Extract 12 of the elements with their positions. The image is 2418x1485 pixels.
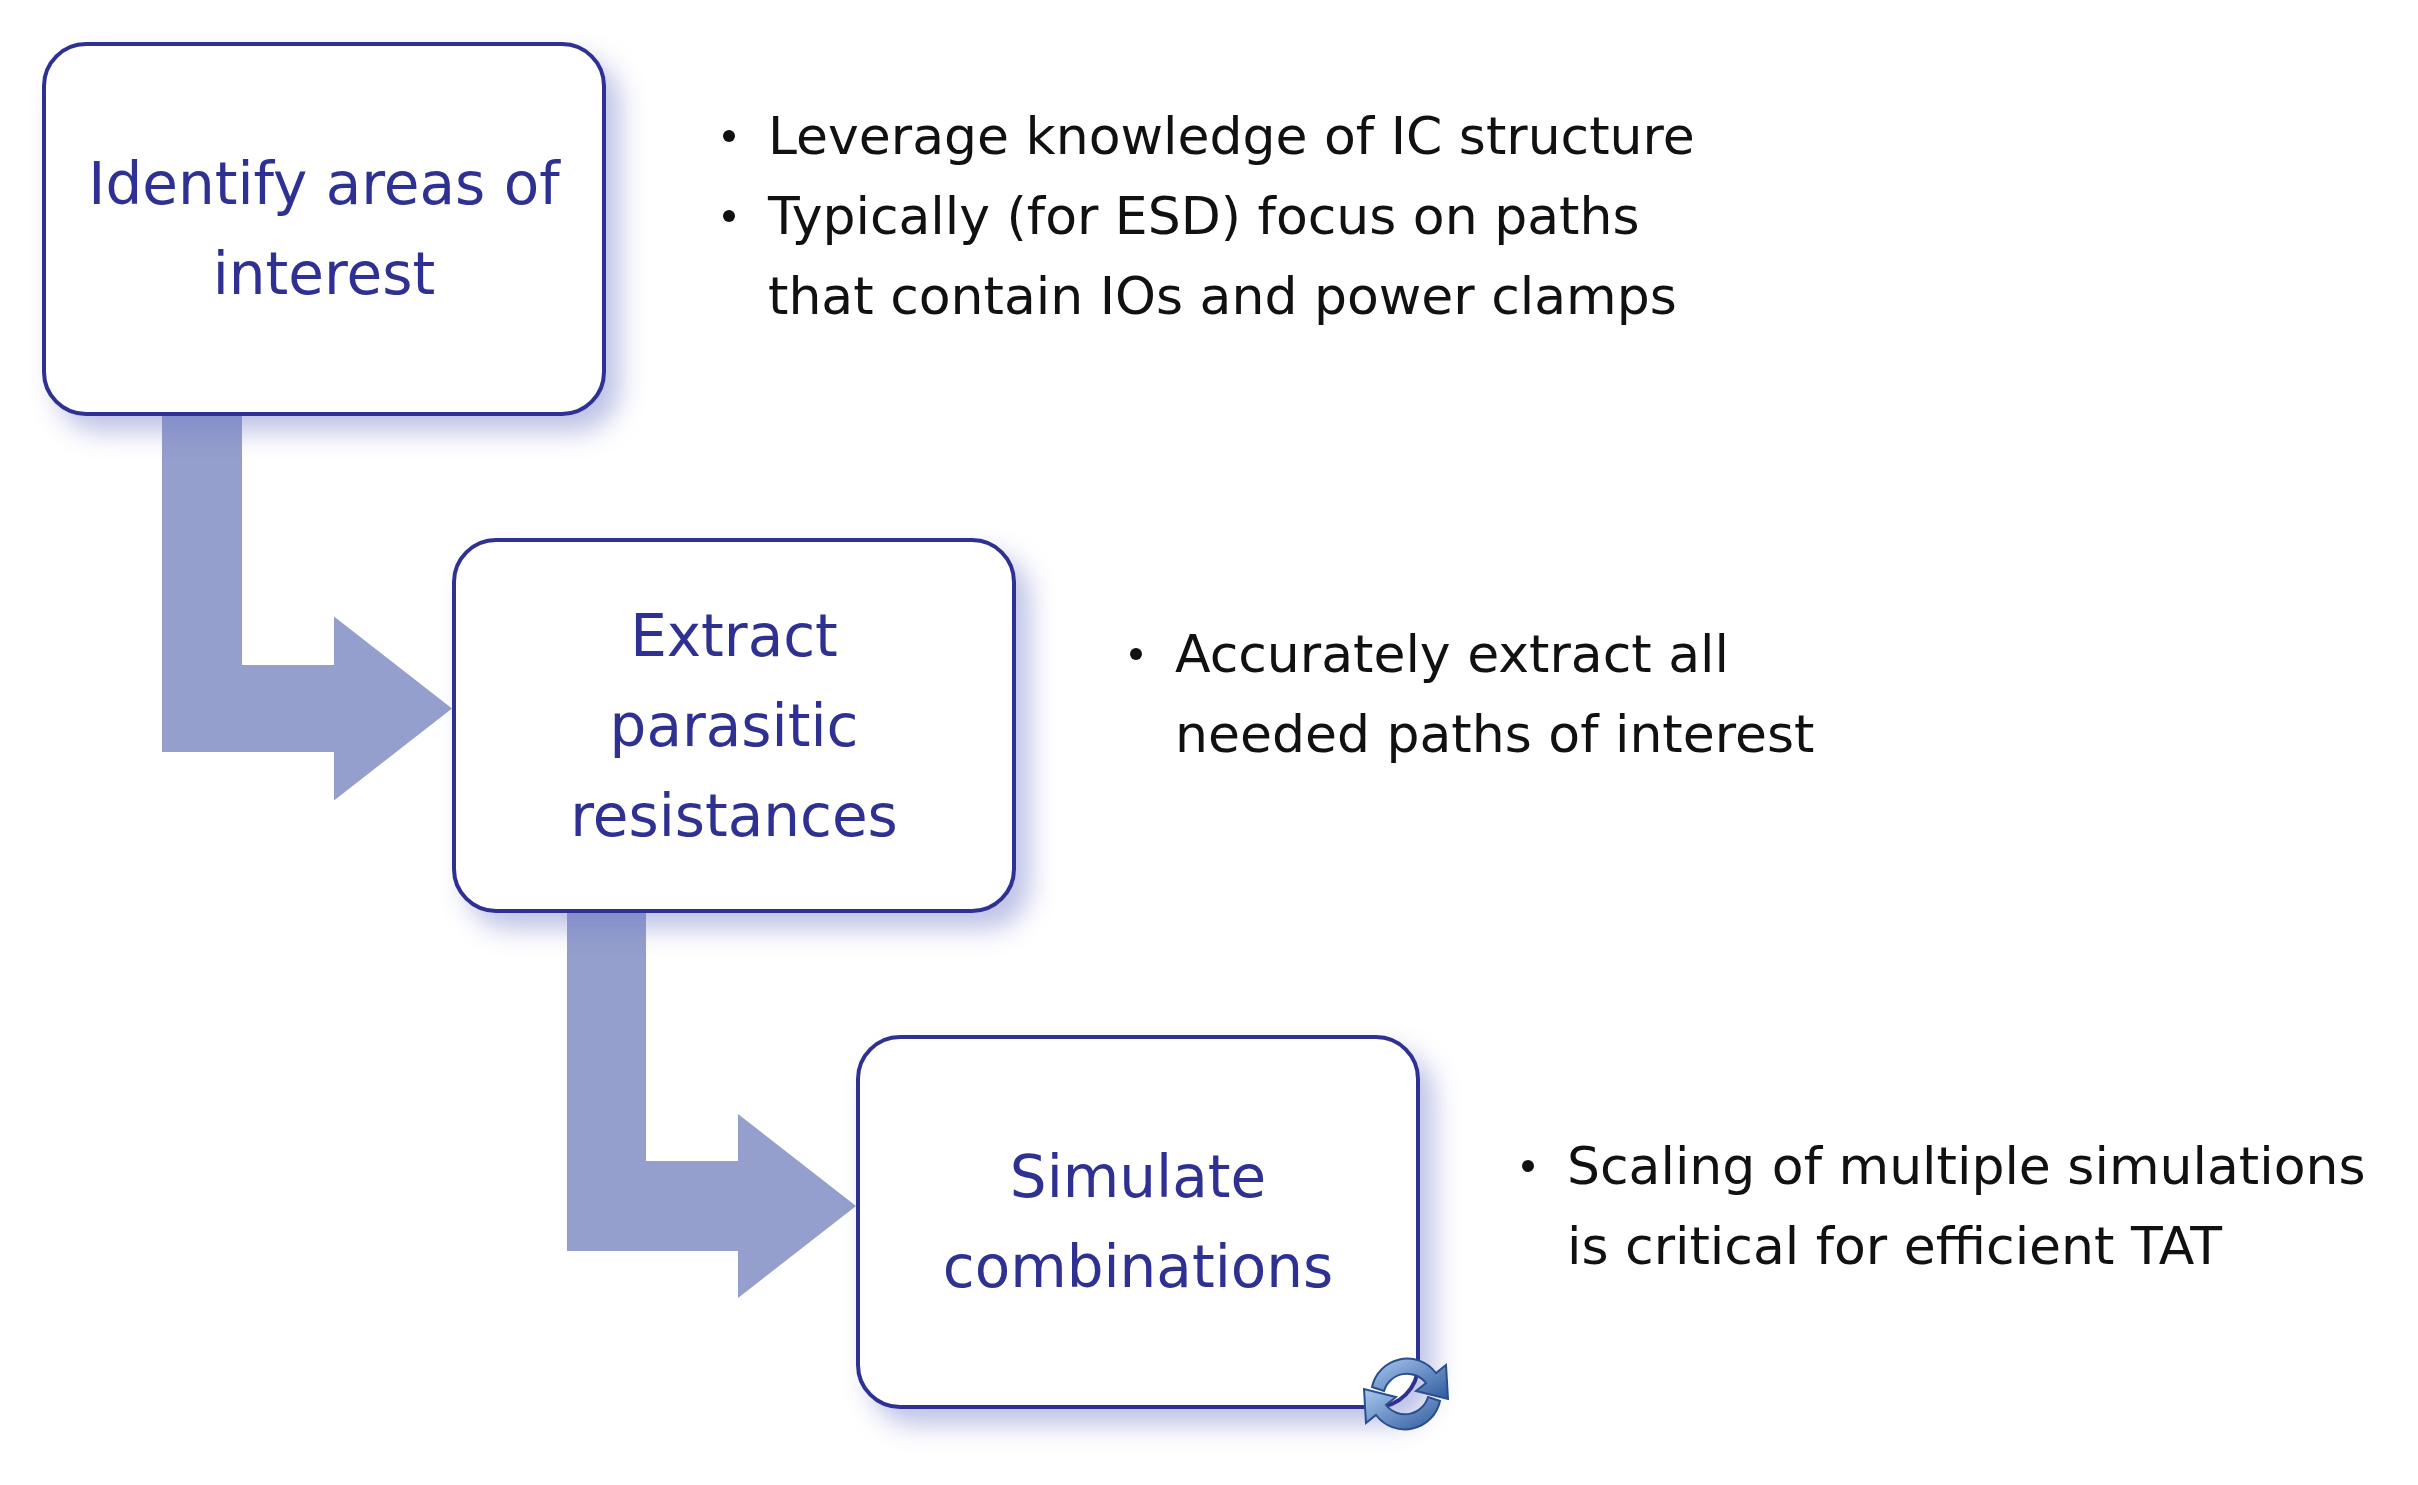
process-box [856,1035,1420,1409]
bent-arrow [162,416,452,801]
bullet-text: Leverage knowledge of IC structure [768,105,1696,168]
step-label: Extract parasitic resistances [569,600,899,852]
step-label: Simulate combinations [941,1142,1335,1303]
bent-arrow [567,913,856,1298]
bullet-text: Accurately extract all needed paths of interest [1175,623,1816,766]
process-box [42,42,606,416]
bullet-text: Scaling of multiple simulations is critical for efficient TAT [1567,1135,2367,1278]
process-box [452,538,1016,913]
bullet-text: Typically (for ESD) focus on paths that contain IOs and power clamps [768,185,1678,328]
step-label: Identify areas of interest [87,149,562,310]
